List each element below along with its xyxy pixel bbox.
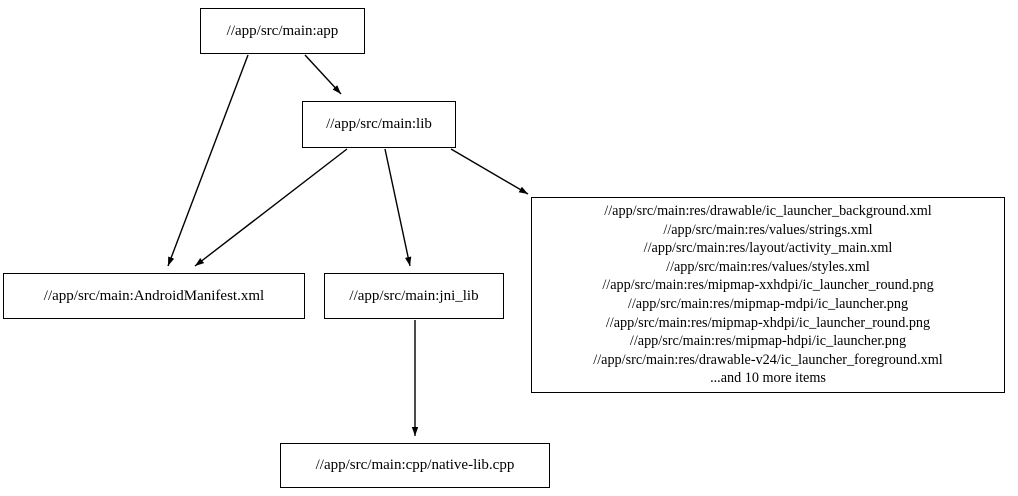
- graph-node-resources-label: //app/src/main:res/drawable/ic_launcher_…: [593, 203, 943, 387]
- graph-node-lib[interactable]: //app/src/main:lib: [302, 101, 456, 148]
- edge-lib-to-resources: [450, 148, 529, 195]
- graph-node-native-lib-cpp[interactable]: //app/src/main:cpp/native-lib.cpp: [280, 443, 550, 488]
- edge-lib-to-manifest: [194, 148, 348, 267]
- edge-app-to-manifest: [167, 54, 249, 267]
- graph-node-android-manifest[interactable]: //app/src/main:AndroidManifest.xml: [3, 273, 305, 319]
- graph-node-resources[interactable]: //app/src/main:res/drawable/ic_launcher_…: [531, 197, 1005, 393]
- edge-app-to-lib: [304, 54, 342, 95]
- graph-node-app-label: //app/src/main:app: [226, 22, 339, 39]
- graph-node-jni-lib[interactable]: //app/src/main:jni_lib: [324, 273, 504, 319]
- edge-lib-to-jni-lib: [384, 148, 412, 267]
- graph-node-lib-label: //app/src/main:lib: [326, 116, 432, 132]
- graph-node-app[interactable]: //app/src/main:app: [200, 8, 365, 54]
- graph-node-native-lib-cpp-label: //app/src/main:cpp/native-lib.cpp: [315, 457, 515, 473]
- graph-node-jni-lib-label: //app/src/main:jni_lib: [349, 287, 479, 304]
- graph-node-android-manifest-label: //app/src/main:AndroidManifest.xml: [43, 287, 265, 304]
